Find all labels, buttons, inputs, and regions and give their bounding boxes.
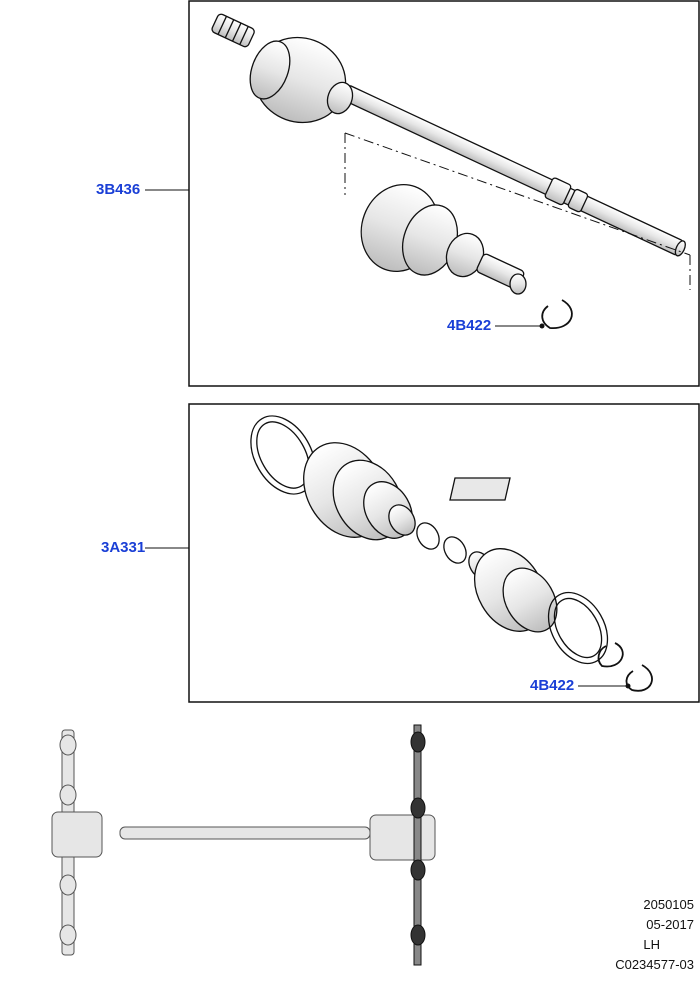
footer-code-1: 2050105 xyxy=(643,897,694,912)
panel-driveshaft-assembly xyxy=(145,0,700,387)
exploded-guide-lines xyxy=(344,132,691,290)
circlip-illustration-2 xyxy=(625,664,653,692)
footer-code-2: C0234577-03 xyxy=(615,957,694,972)
small-circlip-illustration xyxy=(597,642,624,668)
vehicle-location-diagram xyxy=(51,724,436,966)
callout-3B436[interactable]: 3B436 xyxy=(96,181,141,198)
driveshaft-illustration xyxy=(211,13,686,257)
panel-2-frame xyxy=(188,403,700,703)
footer-side: LH xyxy=(643,937,660,952)
footer-date: 05-2017 xyxy=(646,917,694,932)
panel-1-frame xyxy=(188,0,700,387)
panel-boot-kit xyxy=(145,403,700,703)
boot-kit-illustration xyxy=(250,415,609,665)
circlip-illustration xyxy=(541,299,573,329)
callout-3A331[interactable]: 3A331 xyxy=(101,539,146,556)
inner-cv-joint-illustration xyxy=(360,184,527,295)
callout-4B422-top[interactable]: 4B422 xyxy=(447,317,492,334)
callout-4B422-bottom[interactable]: 4B422 xyxy=(530,677,575,694)
